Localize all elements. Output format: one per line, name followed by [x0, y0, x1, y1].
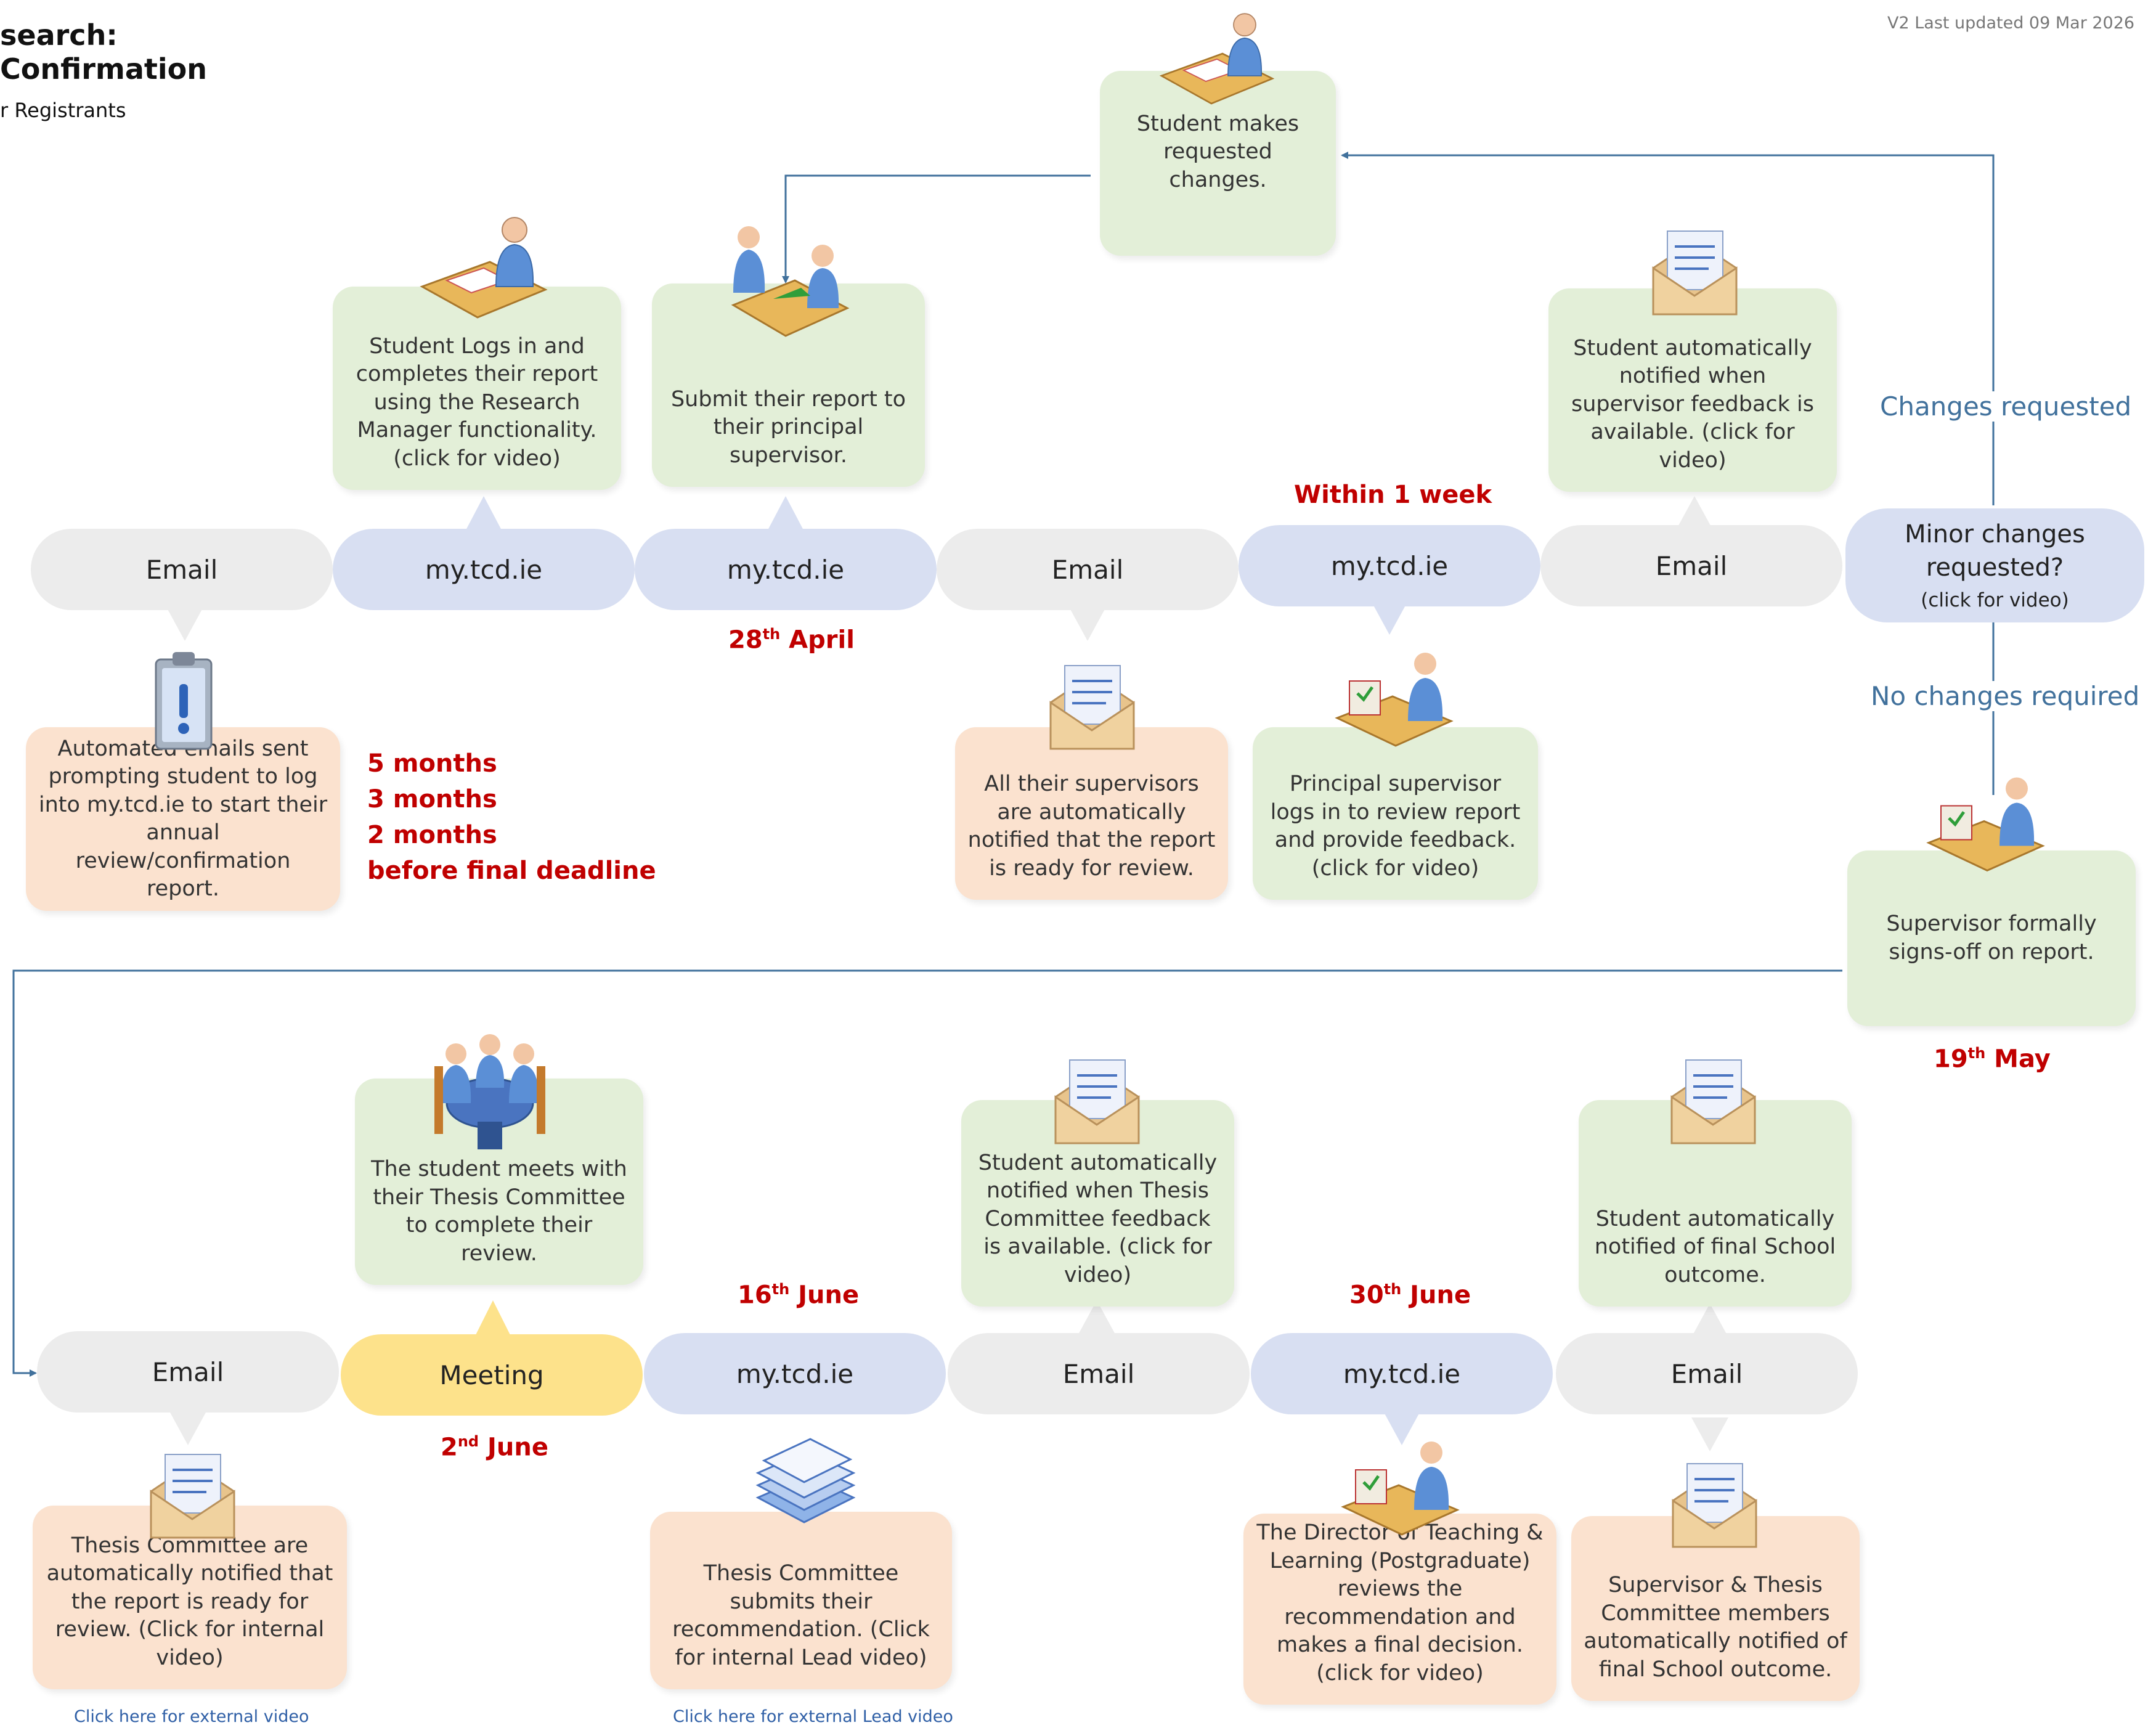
label-no-changes-required: No changes required: [1867, 681, 2144, 711]
documents-stack-icon: [755, 1438, 856, 1523]
bubble-tail: [474, 1300, 511, 1337]
decision-video-link[interactable]: (click for video): [1921, 589, 2069, 611]
connector-to-row2: [12, 969, 1842, 1377]
supervisor-review-icon: [1335, 653, 1454, 747]
page-subtitle: r Registrants: [0, 99, 126, 122]
deadline-2-months: 2 months: [367, 821, 497, 849]
row2-email-pill-1: Email: [37, 1331, 339, 1413]
box-supervisor-signs-off: Supervisor formally signs-off on report.: [1847, 850, 2136, 1026]
bubble-tail: [1069, 607, 1106, 641]
row1-mytcd-pill-3[interactable]: my.tcd.ie: [1239, 525, 1540, 606]
version-label: V2 Last updated 09 Mar 2026: [1887, 14, 2135, 33]
label-changes-requested: Changes requested: [1876, 391, 2136, 422]
row2-email-pill-2: Email: [948, 1333, 1250, 1414]
date-19-may: 19th May: [1934, 1045, 2051, 1074]
box-committee-submits[interactable]: Thesis Committee submits their recommend…: [650, 1512, 952, 1689]
deadline-list: 5 months 3 months 2 months before final …: [367, 746, 656, 889]
committee-meeting-icon: [434, 1034, 545, 1149]
row1-email-pill-2: Email: [937, 529, 1239, 610]
external-lead-video-link[interactable]: Click here for external Lead video: [673, 1707, 953, 1726]
bubble-tail: [767, 496, 804, 531]
date-within-1-week: Within 1 week: [1294, 481, 1492, 509]
date-2-june: 2nd June: [441, 1433, 548, 1462]
row1-mytcd-pill-1[interactable]: my.tcd.ie: [333, 529, 635, 610]
bubble-tail: [166, 607, 203, 641]
box-supervisors-notified: All their supervisors are automatically …: [955, 727, 1228, 900]
decision-minor-changes[interactable]: Minor changes requested? (click for vide…: [1845, 508, 2144, 622]
box-student-notified-outcome: Student automatically notified of final …: [1579, 1100, 1852, 1307]
bubble-tail: [1691, 1417, 1728, 1451]
row2-email-pill-3: Email: [1556, 1333, 1858, 1414]
row1-email-pill-1: Email: [31, 529, 333, 610]
row1-email-pill-3: Email: [1540, 525, 1842, 606]
supervisor-signoff-icon: [1926, 777, 2045, 872]
box-student-logs-in[interactable]: Student Logs in and completes their repo…: [333, 287, 621, 490]
student-desk-icon: [1159, 13, 1275, 105]
envelope-icon: [1049, 665, 1135, 750]
envelope-icon: [1054, 1059, 1140, 1144]
deadline-3-months: 3 months: [367, 785, 497, 813]
handover-icon: [731, 226, 850, 337]
bubble-tail: [465, 496, 502, 531]
bubble-tail: [169, 1411, 206, 1445]
date-28-april: 28th April: [728, 626, 855, 654]
deadline-final: before final deadline: [367, 857, 656, 885]
envelope-icon: [150, 1454, 235, 1539]
page-title: search: Confirmation: [0, 18, 207, 86]
director-review-icon: [1341, 1441, 1460, 1536]
box-principal-reviews[interactable]: Principal supervisor logs in to review r…: [1253, 727, 1538, 900]
date-16-june: 16th June: [738, 1281, 860, 1310]
student-desk-icon: [420, 217, 548, 319]
row2-mytcd-pill-2[interactable]: my.tcd.ie: [1251, 1333, 1553, 1414]
row2-meeting-pill: Meeting: [341, 1334, 643, 1416]
box-director-reviews[interactable]: The Director of Teaching & Learning (Pos…: [1243, 1514, 1556, 1705]
date-30-june: 30th June: [1349, 1281, 1471, 1310]
deadline-5-months: 5 months: [367, 749, 497, 778]
clipboard-alert-icon: [155, 652, 213, 750]
envelope-icon: [1672, 1463, 1757, 1548]
external-video-link[interactable]: Click here for external video: [74, 1707, 309, 1726]
box-supervisor-notified-outcome: Supervisor & Thesis Committee members au…: [1571, 1516, 1860, 1701]
row1-mytcd-pill-2[interactable]: my.tcd.ie: [635, 529, 937, 610]
decision-question: Minor changes requested?: [1905, 520, 2085, 582]
page-title-line1: search:: [0, 18, 118, 52]
page-title-line2: Confirmation: [0, 52, 207, 86]
envelope-icon: [1652, 230, 1738, 316]
bubble-tail: [1691, 1303, 1728, 1337]
row2-mytcd-pill-1[interactable]: my.tcd.ie: [644, 1333, 946, 1414]
box-student-notified-feedback[interactable]: Student automatically notified when supe…: [1548, 288, 1837, 492]
envelope-icon: [1670, 1059, 1756, 1144]
